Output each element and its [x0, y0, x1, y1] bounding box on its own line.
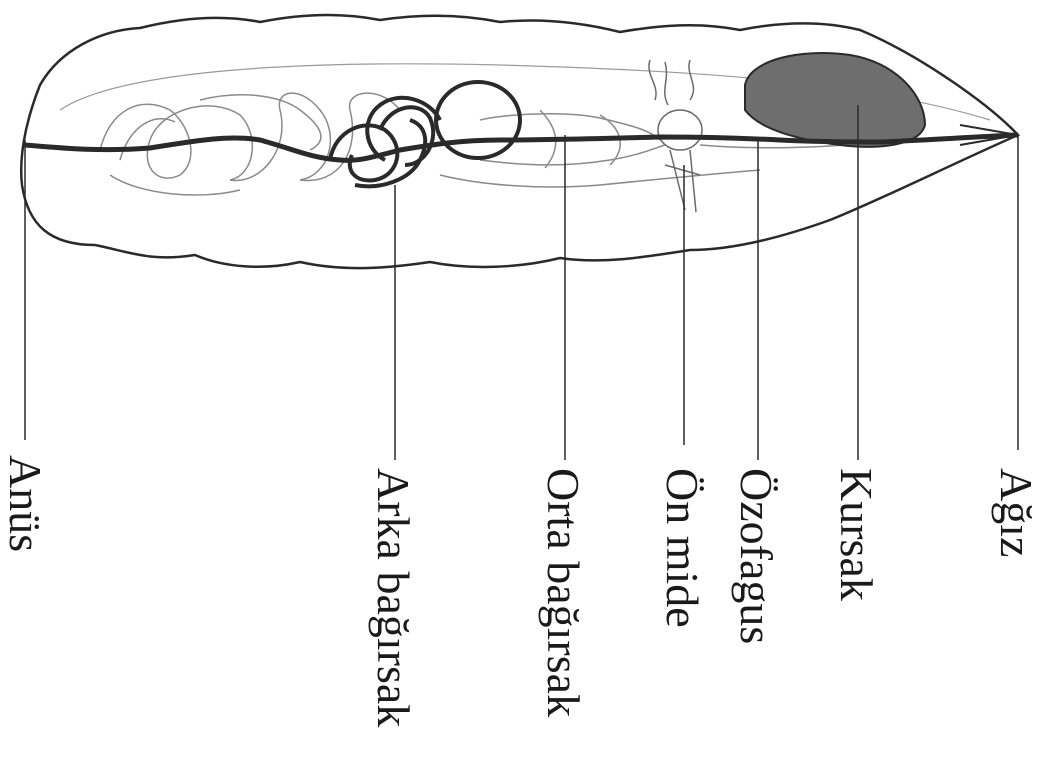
label-esophagus: Özofagus	[731, 468, 782, 644]
label-hindgut: Arka bağırsak	[368, 468, 419, 727]
label-crop: Kursak	[831, 468, 882, 601]
crop	[745, 53, 925, 147]
label-foregut: Ön mide	[657, 468, 708, 628]
label-mouth: Ağız	[991, 468, 1042, 557]
leader-lines	[25, 105, 1018, 460]
hindgut-loops	[330, 82, 520, 186]
label-anus: Anüs	[0, 455, 51, 552]
label-midgut: Orta bağırsak	[538, 468, 589, 717]
